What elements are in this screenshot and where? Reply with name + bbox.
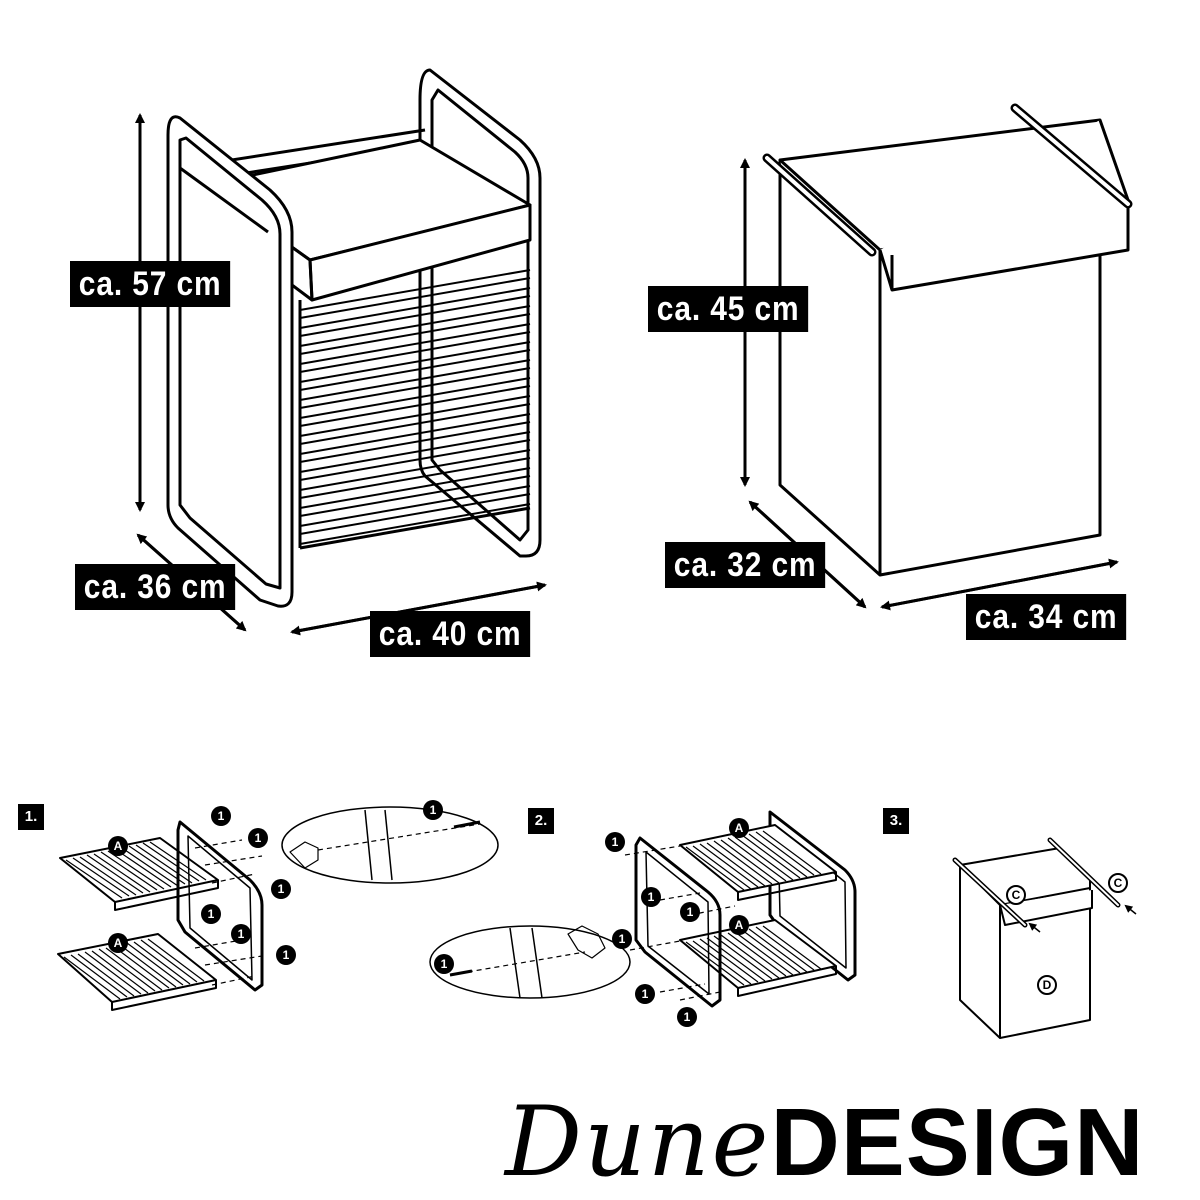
- screw-badge: 1: [201, 904, 221, 924]
- step-3-number: 3.: [883, 808, 909, 834]
- part-a-badge: A: [108, 836, 128, 856]
- part-c-badge: C: [1108, 873, 1128, 893]
- logo-bold-text: DESIGN: [770, 1089, 1145, 1196]
- depth-closed-label: ca. 32 cm: [665, 542, 826, 588]
- depth-open-label: ca. 36 cm: [75, 564, 236, 610]
- height-closed-label: ca. 45 cm: [648, 286, 809, 332]
- part-c-badge: C: [1006, 885, 1026, 905]
- part-a-badge: A: [729, 915, 749, 935]
- width-closed-label: ca. 34 cm: [966, 594, 1127, 640]
- screw-badge: 1: [612, 929, 632, 949]
- part-a-badge: A: [729, 818, 749, 838]
- screw-badge: 1: [423, 800, 443, 820]
- screw-badge: 1: [248, 828, 268, 848]
- screw-badge: 1: [276, 945, 296, 965]
- screw-badge: 1: [271, 879, 291, 899]
- screw-badge: 1: [231, 924, 251, 944]
- stool-drawing: [166, 68, 542, 608]
- part-a-badge: A: [108, 933, 128, 953]
- step-2-number: 2.: [528, 808, 554, 834]
- width-open-label: ca. 40 cm: [370, 611, 531, 657]
- hamper-drawing: [762, 103, 1133, 577]
- step-2-drawing: [429, 810, 857, 1008]
- step-3-drawing: [952, 837, 1137, 1039]
- part-d-badge: D: [1037, 975, 1057, 995]
- screw-badge: 1: [680, 902, 700, 922]
- step-1-drawing: [57, 806, 499, 1011]
- height-open-label: ca. 57 cm: [70, 261, 231, 307]
- screw-badge: 1: [677, 1007, 697, 1027]
- screw-badge: 1: [211, 806, 231, 826]
- step-1-number: 1.: [18, 804, 44, 830]
- screw-badge: 1: [635, 984, 655, 1004]
- logo-script-text: Dune: [505, 1086, 771, 1198]
- brand-logo: DuneDESIGN: [505, 1092, 1145, 1193]
- screw-badge: 1: [641, 887, 661, 907]
- screw-badge: 1: [434, 954, 454, 974]
- screw-badge: 1: [605, 832, 625, 852]
